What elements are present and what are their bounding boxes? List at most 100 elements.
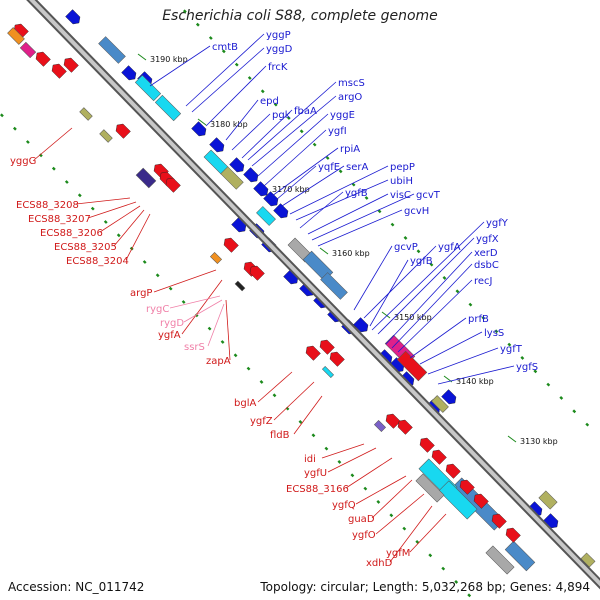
tick-dot	[454, 580, 459, 584]
scale-tick-label: 3190 kbp	[150, 55, 188, 64]
reverse-gene-arrow	[385, 413, 401, 429]
tick-dot	[481, 316, 486, 320]
reverse-gene-arrow	[491, 513, 507, 529]
tick-dot	[442, 276, 447, 280]
gene-label-reverse: ECS88_3204	[66, 256, 129, 267]
gene-label-reverse: zapA	[206, 356, 231, 367]
gene-label-forward: yggP	[266, 30, 291, 41]
tick-dot	[247, 76, 252, 80]
leader-line-forward	[263, 129, 327, 187]
gene-label-reverse: idi	[304, 454, 316, 465]
leader-line-forward	[205, 65, 267, 127]
gene-label-forward: ygfI	[328, 126, 347, 137]
feature-layer	[7, 9, 596, 575]
gene-label-reverse: argP	[130, 288, 152, 299]
leader-line-forward	[191, 47, 265, 113]
gene-label-forward: serA	[346, 162, 368, 173]
leader-line-reverse	[99, 205, 141, 233]
tick-dot	[234, 62, 239, 67]
leader-line-forward	[371, 221, 485, 331]
tick-dot	[337, 460, 342, 464]
reverse-gene-arrow	[249, 265, 265, 281]
tick-dot	[77, 193, 82, 198]
leader-line-reverse	[75, 197, 131, 205]
gene-label-forward: ygfX	[476, 234, 499, 245]
scale-tick-label: 3150 kbp	[394, 313, 432, 322]
gene-label-forward: xerD	[474, 248, 498, 259]
tick-dot	[585, 422, 590, 427]
gene-label-forward: ygfS	[516, 362, 538, 373]
reverse-feature-block	[415, 473, 445, 503]
forward-gene-arrow	[209, 137, 225, 153]
gene-label-reverse: ygfQ	[332, 500, 356, 511]
tick-dot	[507, 342, 512, 347]
tick-dot	[467, 593, 472, 598]
gene-label-reverse: ygfM	[386, 548, 410, 559]
accession-text: Accession: NC_011742	[8, 580, 145, 594]
gene-label-forward: pgk	[272, 110, 291, 121]
leader-line-forward	[231, 113, 271, 151]
gene-label-forward: ygfB	[345, 188, 368, 199]
leader-line-reverse	[327, 447, 377, 473]
tick-dot	[12, 126, 17, 131]
tick-dot	[246, 366, 251, 371]
forward-feature-block	[98, 36, 126, 64]
reverse-gene-arrow	[223, 237, 239, 253]
tick-dot	[376, 500, 381, 504]
tick-dot	[286, 116, 291, 120]
tick-dot	[260, 89, 265, 94]
tick-dot	[533, 369, 538, 374]
tick-dot	[51, 166, 56, 171]
leader-line-reverse	[409, 513, 447, 553]
reverse-gene-arrow	[459, 479, 475, 495]
leader-lines	[33, 33, 515, 563]
reverse-gene-arrow	[419, 437, 435, 453]
tick-dot	[195, 22, 200, 27]
reverse-feature-block	[438, 480, 478, 520]
leader-line-reverse	[33, 127, 73, 161]
forward-feature-block	[431, 395, 449, 413]
tick-dot	[363, 486, 368, 491]
tick-dot	[194, 313, 199, 318]
tick-dot	[403, 236, 408, 240]
leader-line-reverse	[321, 443, 365, 459]
forward-gene-arrow	[353, 317, 369, 333]
gene-label-reverse: yggG	[10, 156, 36, 167]
leader-line-forward	[353, 245, 393, 311]
leader-line-rna	[207, 303, 225, 347]
forward-feature-block	[396, 350, 428, 382]
leader-line-reverse	[375, 493, 425, 535]
backbone-line	[28, 0, 600, 587]
gene-label-forward: gcvP	[394, 242, 418, 253]
leader-line-forward	[311, 193, 415, 241]
forward-feature-block	[154, 94, 182, 122]
rna-label: ssrS	[184, 342, 205, 353]
gene-label-reverse: ECS88_3205	[54, 242, 117, 253]
leader-line-forward	[271, 147, 339, 197]
tick-dot	[25, 140, 30, 144]
scale-tick-mark	[381, 311, 391, 319]
tick-dot	[416, 249, 421, 254]
scale-tick-mark	[319, 247, 329, 255]
scale-tick-label: 3180 kbp	[210, 120, 248, 129]
gene-label-forward: ygfY	[486, 218, 509, 229]
leader-line-forward	[299, 191, 344, 229]
reverse-feature-block	[485, 545, 515, 575]
tick-dot	[428, 553, 433, 558]
gene-label-forward: cmtB	[212, 42, 238, 53]
leader-line-forward	[409, 317, 467, 359]
map-title: Escherichia coli S88, complete genome	[162, 8, 438, 24]
gene-label-forward: ubiH	[390, 176, 413, 187]
leader-line-reverse	[389, 505, 433, 563]
tick-dot	[208, 36, 213, 40]
gene-label-forward: yggE	[330, 110, 355, 121]
gene-label-reverse: ygfA	[158, 330, 181, 341]
tick-dot	[0, 113, 4, 118]
leader-line-forward	[251, 95, 337, 167]
reverse-gene-arrow	[319, 339, 335, 355]
forward-feature-block	[256, 206, 276, 226]
tick-dot	[181, 300, 186, 304]
tick-dot	[468, 302, 473, 307]
reverse-gene-arrow	[63, 57, 79, 73]
